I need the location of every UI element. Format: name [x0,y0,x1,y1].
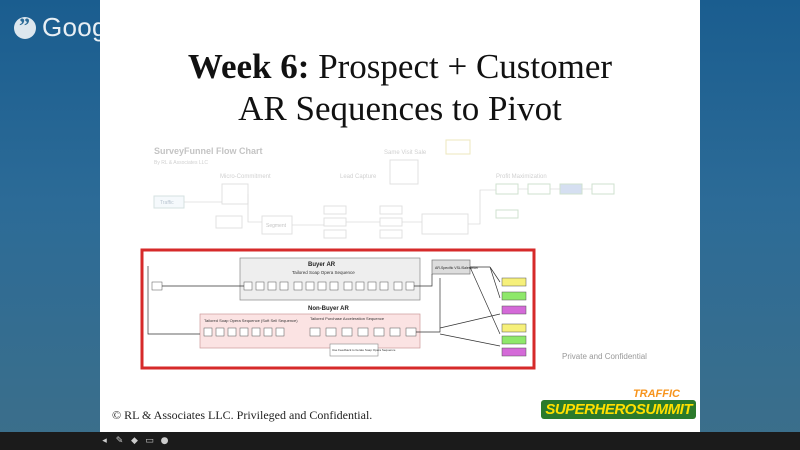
email-box [255,281,265,291]
profit-box-3 [559,183,583,195]
email-box [305,281,315,291]
retarget-box [445,139,471,155]
slide-title: Week 6: Prospect + Customer AR Sequences… [100,46,700,130]
funnel-box-4 [379,205,403,215]
outcome-box-purple [501,305,527,315]
email-box [389,327,401,337]
sequence-arrows [147,266,501,347]
outcome-boxes [501,277,527,357]
outcome-box-purple-2 [501,347,527,357]
ar-specific-label: AR-Specific VSL/Salesletter [435,266,479,270]
email-box [373,327,385,337]
feedback-box [329,343,379,357]
cursor-icon[interactable]: ◂ [102,435,107,446]
micro-label: Micro-Commitment [220,174,271,180]
salesletter-box [421,213,469,235]
samevisit-box [389,159,419,185]
traffic-label: Traffic [160,200,174,206]
email-box [329,281,339,291]
bottom-toolbar: ◂ ✎ ◆ ▭ ● [0,432,800,450]
email-box [393,281,403,291]
email-box [263,327,273,337]
email-box [367,281,377,291]
google-plus-icon [14,13,36,39]
funnel-box-6 [379,229,403,239]
lead-label: Lead Capture [340,174,377,180]
email-box [355,281,365,291]
micro-box [221,183,249,205]
email-box [279,281,289,291]
eraser-icon[interactable]: ◆ [131,435,138,446]
email-box [151,281,163,291]
title-line2: AR Sequences to Pivot [238,89,562,128]
email-box [267,281,277,291]
email-box [309,327,321,337]
title-bold: Week 6: [187,47,310,86]
outcome-box-green [501,291,527,301]
landing-box [215,215,243,229]
email-box [379,281,389,291]
email-box [251,327,261,337]
nonbuyer-subtitle-2: Tailored Purchase Acceleration Sequence [310,316,385,321]
flowchart-title: SurveyFunnel Flow Chart [154,146,263,156]
segment-label: Segment [266,223,287,229]
profit-label: Profit Maximization [496,174,547,180]
funnel-box-3 [323,229,347,239]
email-box [317,281,327,291]
samevisit-label: Same Visit Sale [384,150,427,156]
pen-icon[interactable]: ✎ [115,435,124,446]
funnel-box-5 [379,217,403,227]
segment-box [261,215,293,235]
record-icon[interactable]: ● [160,435,169,446]
email-box [239,327,249,337]
email-box [215,327,225,337]
email-box [203,327,213,337]
email-box [243,281,253,291]
upper-arrows [184,188,592,226]
presentation-slide: Week 6: Prospect + Customer AR Sequences… [100,0,700,432]
traffic-superhero-logo: TRAFFIC SUPERHEROSUMMIT [541,388,698,426]
email-box [357,327,369,337]
email-box [325,327,337,337]
email-box [405,327,417,337]
email-box [343,281,353,291]
email-box [341,327,353,337]
profit-box-5 [495,209,519,219]
logo-top-text: TRAFFIC [632,388,680,400]
email-box [275,327,285,337]
screen-icon[interactable]: ▭ [145,435,154,446]
traffic-box [153,195,185,209]
buyer-title: Buyer AR [308,262,336,268]
outcome-box-yellow-2 [501,323,527,333]
email-box [405,281,415,291]
slide-footer: © RL & Associates LLC. Privileged and Co… [112,408,373,422]
email-sequence-boxes [151,281,417,337]
outcome-box-green-2 [501,335,527,345]
profit-box-1 [495,183,519,195]
private-note: Private and Confidential [562,352,647,361]
email-box [227,327,237,337]
buyer-subtitle: Tailored Soap Opera Sequence [292,270,355,275]
nonbuyer-subtitle-1: Tailored Soap Opera Sequence (Soft Sell … [204,318,298,323]
funnel-box-1 [323,205,347,215]
logo-bottom-text: SUPERHEROSUMMIT [541,400,696,419]
funnel-box-2 [323,217,347,227]
flowchart-byline: By RL & Associates LLC [154,160,208,166]
profit-box-2 [527,183,551,195]
title-rest: Prospect + Customer [309,47,613,86]
right-sidebar [700,0,800,450]
left-sidebar: Google+ [0,0,143,450]
flow-chart: SurveyFunnel Flow Chart By RL & Associat… [140,139,615,370]
nonbuyer-title: Non-Buyer AR [308,306,349,312]
outcome-box-yellow [501,277,527,287]
profit-box-4 [591,183,615,195]
highlight-frame [140,248,536,370]
feedback-label: Use Feedback to Iterate Soap Opera Seque… [332,348,396,352]
buyer-panel [239,257,421,301]
email-box [293,281,303,291]
